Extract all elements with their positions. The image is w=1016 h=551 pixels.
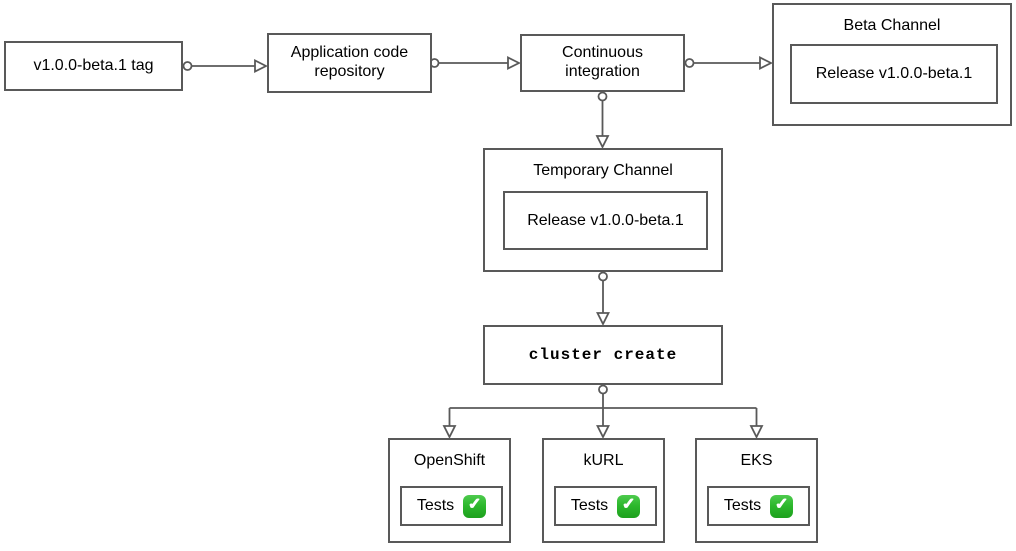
check-glyph: ✓	[467, 496, 482, 513]
eks-title: EKS	[740, 452, 773, 469]
group-temporary-channel: Temporary Channel Release v1.0.0-beta.1	[483, 148, 723, 272]
group-eks: EKS Tests ✓	[695, 438, 818, 543]
temporary-release-label: Release v1.0.0-beta.1	[527, 211, 684, 229]
kurl-title: kURL	[583, 452, 624, 469]
version-tag-label: v1.0.0-beta.1 tag	[33, 56, 154, 74]
app-code-repository-label: Application code repository	[290, 44, 409, 80]
node-kurl-tests: Tests ✓	[554, 486, 657, 526]
group-beta-channel: Beta Channel Release v1.0.0-beta.1	[772, 3, 1012, 126]
node-beta-release: Release v1.0.0-beta.1	[790, 44, 998, 104]
continuous-integration-label: Continuous integration	[562, 44, 643, 80]
tests-passed-check-icon: ✓	[617, 494, 641, 518]
group-kurl: kURL Tests ✓	[542, 438, 665, 543]
eks-tests-label: Tests	[723, 497, 762, 514]
node-openshift-tests: Tests ✓	[400, 486, 503, 526]
temporary-channel-title: Temporary Channel	[533, 162, 673, 179]
node-cluster-create: cluster create	[483, 325, 723, 385]
check-glyph: ✓	[774, 496, 789, 513]
node-app-code-repository: Application code repository	[267, 33, 432, 93]
node-version-tag: v1.0.0-beta.1 tag	[4, 41, 183, 91]
node-continuous-integration: Continuous integration	[520, 34, 685, 92]
node-eks-tests: Tests ✓	[707, 486, 810, 526]
group-openshift: OpenShift Tests ✓	[388, 438, 511, 543]
beta-release-label: Release v1.0.0-beta.1	[815, 65, 973, 82]
cluster-create-label: cluster create	[528, 345, 678, 364]
beta-channel-title: Beta Channel	[843, 17, 941, 34]
node-temporary-release: Release v1.0.0-beta.1	[503, 191, 708, 250]
kurl-tests-label: Tests	[570, 497, 609, 514]
check-glyph: ✓	[621, 496, 636, 513]
openshift-title: OpenShift	[413, 452, 486, 469]
openshift-tests-label: Tests	[416, 497, 455, 514]
tests-passed-check-icon: ✓	[770, 494, 794, 518]
tests-passed-check-icon: ✓	[463, 494, 487, 518]
